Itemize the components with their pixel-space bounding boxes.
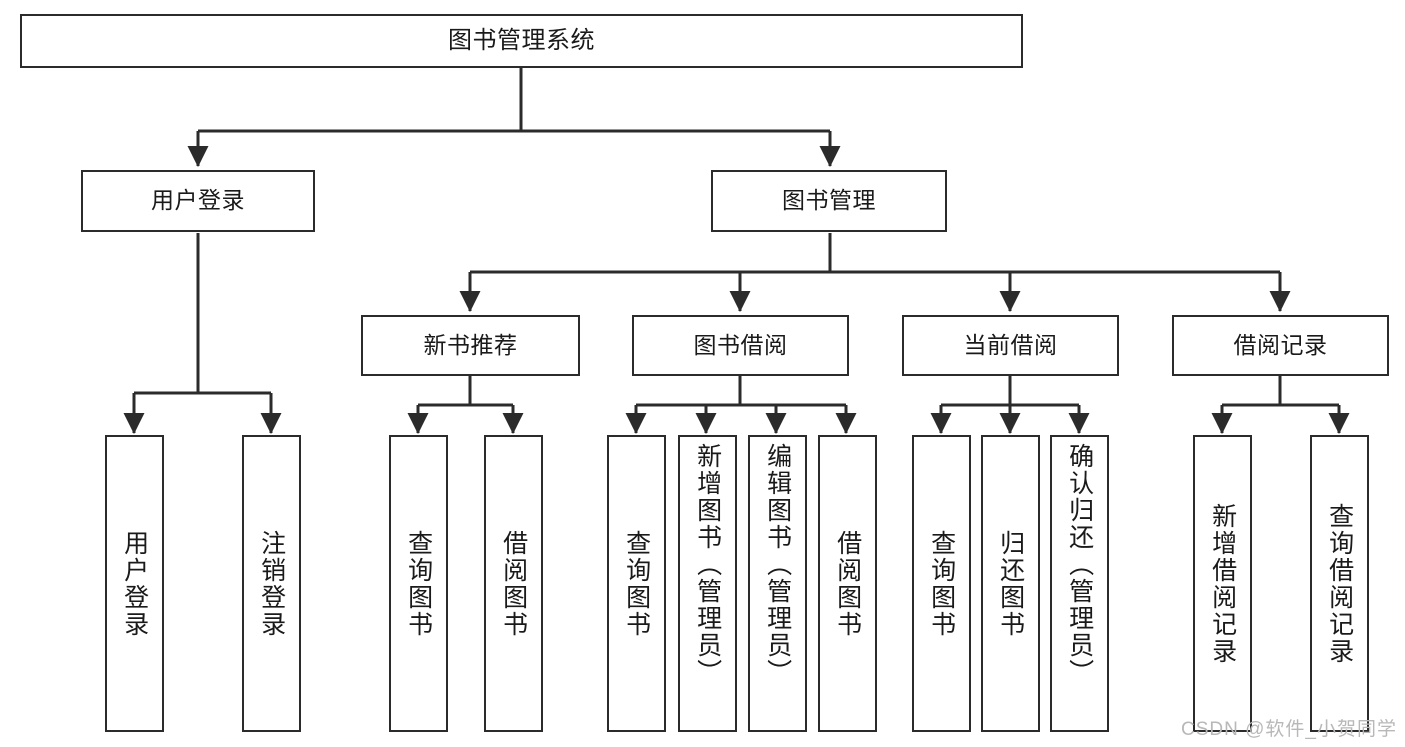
- node-label: 注销登录: [257, 529, 286, 638]
- node-label: 查询图书: [404, 529, 433, 638]
- node-label: 用户登录: [151, 187, 245, 214]
- node-borrow-record[interactable]: 借阅记录: [1172, 315, 1389, 376]
- leaf-borrow-edit-book-admin[interactable]: 编辑图书（管理员）: [748, 435, 807, 732]
- node-label: 当前借阅: [963, 331, 1058, 358]
- node-label: 图书管理系统: [448, 26, 595, 54]
- leaf-user-login-logout[interactable]: 注销登录: [242, 435, 301, 732]
- leaf-current-confirm-return-admin[interactable]: 确认归还（管理员）: [1050, 435, 1109, 732]
- leaf-borrow-borrow-book[interactable]: 借阅图书: [818, 435, 877, 732]
- node-label: 借阅记录: [1233, 331, 1328, 358]
- node-label: 用户登录: [120, 529, 149, 638]
- node-label: 借阅图书: [499, 529, 528, 638]
- node-book-management[interactable]: 图书管理: [711, 170, 947, 232]
- node-label: 借阅图书: [833, 529, 862, 638]
- node-label: 查询图书: [927, 529, 956, 638]
- leaf-current-return-book[interactable]: 归还图书: [981, 435, 1040, 732]
- node-book-borrow[interactable]: 图书借阅: [632, 315, 849, 376]
- node-user-login[interactable]: 用户登录: [81, 170, 315, 232]
- node-new-book-recommend[interactable]: 新书推荐: [361, 315, 580, 376]
- leaf-borrow-query-book[interactable]: 查询图书: [607, 435, 666, 732]
- node-label: 新书推荐: [423, 331, 518, 358]
- node-label: 归还图书: [996, 529, 1025, 638]
- node-label: 图书管理: [782, 187, 876, 214]
- node-label: 编辑图书（管理员）: [763, 443, 792, 686]
- leaf-user-login-login[interactable]: 用户登录: [105, 435, 164, 732]
- node-label: 查询借阅记录: [1325, 502, 1354, 665]
- node-label: 确认归还（管理员）: [1065, 443, 1094, 686]
- leaf-record-query-record[interactable]: 查询借阅记录: [1310, 435, 1369, 732]
- leaf-newbook-borrow-book[interactable]: 借阅图书: [484, 435, 543, 732]
- leaf-newbook-query-book[interactable]: 查询图书: [389, 435, 448, 732]
- node-current-borrow[interactable]: 当前借阅: [902, 315, 1119, 376]
- csdn-watermark: CSDN @软件_小贺同学: [1181, 719, 1397, 740]
- node-label: 新增借阅记录: [1208, 502, 1237, 665]
- node-root-system[interactable]: 图书管理系统: [20, 14, 1023, 68]
- leaf-borrow-add-book-admin[interactable]: 新增图书（管理员）: [678, 435, 737, 732]
- node-label: 新增图书（管理员）: [693, 443, 722, 686]
- node-label: 图书借阅: [693, 331, 788, 358]
- leaf-record-add-record[interactable]: 新增借阅记录: [1193, 435, 1252, 732]
- leaf-current-query-book[interactable]: 查询图书: [912, 435, 971, 732]
- node-label: 查询图书: [622, 529, 651, 638]
